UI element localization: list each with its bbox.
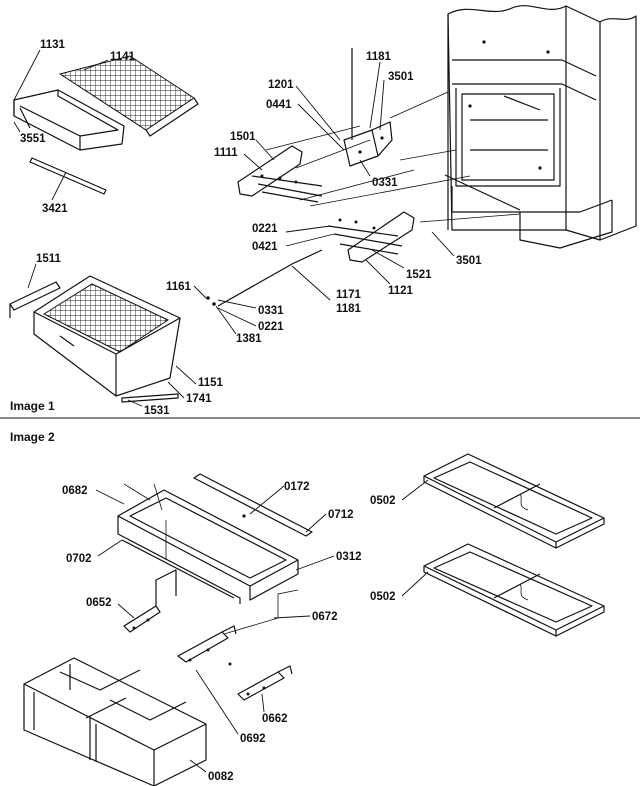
part-label: 1141 (110, 51, 136, 63)
part-label: 1511 (36, 253, 62, 265)
part-label: 0652 (86, 597, 112, 609)
part-label: 3421 (42, 203, 68, 215)
part-label: 1521 (406, 269, 432, 281)
cover-support-1111 (237, 145, 323, 203)
part-label: 0441 (266, 99, 292, 111)
leader-lines-image1 (13, 49, 455, 407)
part-label: 3551 (20, 133, 46, 145)
part-label: 0502 (370, 591, 396, 603)
part-label: 1381 (236, 333, 262, 345)
part-label: 1181 (366, 51, 392, 63)
bracket-0672 (177, 589, 299, 666)
part-label: 3501 (456, 255, 482, 267)
bracket-1201 (343, 48, 393, 167)
part-label: 1181 (336, 303, 362, 315)
part-label: 1121 (388, 285, 414, 297)
part-label: 0221 (252, 223, 278, 235)
rail-1511 (9, 281, 61, 318)
part-label: 0421 (252, 241, 278, 253)
part-label: 1531 (144, 405, 170, 417)
crisper-drawers-0082 (23, 657, 207, 786)
part-label: 0312 (336, 551, 362, 563)
part-label: 0172 (284, 481, 310, 493)
part-label: 0692 (240, 733, 266, 745)
part-label: 0082 (208, 771, 234, 783)
crisper-frame-1131 (13, 89, 125, 151)
part-label: 1741 (186, 393, 212, 405)
cover-support-1121 (327, 211, 415, 263)
part-labels-image1: 1131 1141 3551 3421 1511 1151 1741 1531 … (20, 39, 482, 417)
rail-3421 (29, 157, 107, 195)
crisper-pan-1151 (33, 275, 181, 397)
trim-strip-0712 (193, 473, 313, 537)
refrigerator-cabinet (444, 5, 637, 249)
part-label: 0331 (258, 305, 284, 317)
grille-panel-1141 (58, 55, 199, 137)
part-label: 0712 (328, 509, 354, 521)
part-label: 1501 (230, 131, 256, 143)
shelf-frame-0702 (117, 483, 299, 604)
leader-lines-image2 (95, 479, 429, 773)
assembly-lines (265, 91, 521, 223)
part-label: 0682 (62, 485, 88, 497)
part-label: 1201 (268, 79, 294, 91)
rail-1531 (121, 393, 179, 403)
part-label: 0502 (370, 495, 396, 507)
part-label: 0662 (262, 713, 288, 725)
caption-image-1: Image 1 (10, 399, 55, 413)
part-labels-image2: 0682 0702 0172 0712 0312 0652 0672 0662 … (62, 481, 396, 783)
part-label: 1151 (198, 377, 224, 389)
part-label: 1171 (336, 289, 362, 301)
bracket-0662 (237, 665, 293, 701)
part-label: 1111 (214, 147, 238, 159)
glass-shelf-0502-bottom (423, 543, 605, 637)
rod-1171 (206, 249, 323, 307)
bracket-0652 (123, 569, 177, 633)
part-label: 0331 (372, 177, 398, 189)
part-label: 1131 (40, 39, 66, 51)
part-label: 0702 (66, 553, 92, 565)
part-label: 1161 (166, 281, 192, 293)
caption-image-2: Image 2 (10, 430, 55, 444)
part-label: 0672 (312, 611, 338, 623)
part-label: 0221 (258, 321, 284, 333)
part-label: 3501 (388, 71, 414, 83)
glass-shelf-0502-top (423, 453, 605, 549)
